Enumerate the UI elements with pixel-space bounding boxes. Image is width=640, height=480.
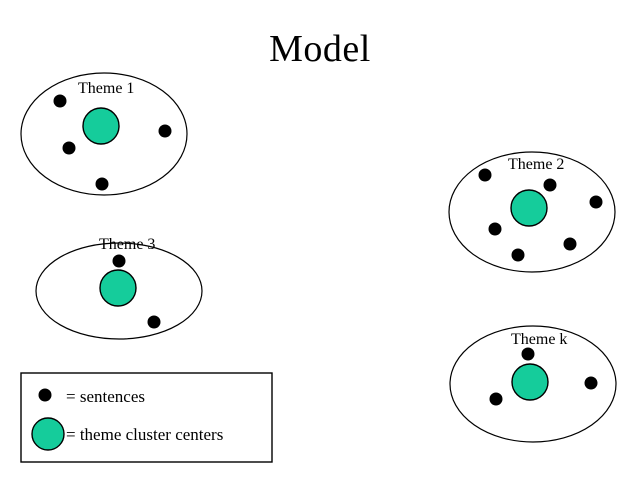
legend-cluster-center-icon [31, 417, 65, 451]
theme-cluster-1 [20, 72, 188, 196]
sentence-dot [62, 141, 76, 155]
sentence-dot [563, 237, 577, 251]
sentence-dot [511, 248, 525, 262]
sentence-dot [95, 177, 109, 191]
sentence-dot [489, 392, 503, 406]
sentence-dot [488, 222, 502, 236]
theme-clusters-group [20, 72, 617, 443]
sentence-dot [589, 195, 603, 209]
legend-centers-label: = theme cluster centers [66, 425, 224, 444]
sentence-dot [158, 124, 172, 138]
legend-sentences-label: = sentences [66, 387, 145, 406]
theme-label-theme-3: Theme 3 [99, 236, 156, 253]
sentence-dot [521, 347, 535, 361]
theme-cluster-center [510, 189, 548, 227]
sentence-dot [147, 315, 161, 329]
theme-cluster-center [82, 107, 120, 145]
sentence-dot [584, 376, 598, 390]
theme-cluster-center [511, 363, 549, 401]
legend-sentence-dot-icon [38, 388, 52, 402]
theme-cluster-2 [448, 151, 616, 273]
theme-label-theme-1: Theme 1 [78, 80, 135, 97]
theme-cluster-4 [449, 325, 617, 443]
sentence-dot [478, 168, 492, 182]
sentence-dot [53, 94, 67, 108]
theme-label-theme-2: Theme 2 [508, 156, 565, 173]
sentence-dot [112, 254, 126, 268]
legend-box [20, 372, 273, 463]
theme-label-theme-k: Theme k [511, 331, 568, 348]
theme-cluster-center [99, 269, 137, 307]
page-title: Model [269, 28, 371, 70]
theme-cluster-3 [35, 242, 203, 340]
sentence-dot [543, 178, 557, 192]
legend-graphics-group [20, 372, 273, 463]
